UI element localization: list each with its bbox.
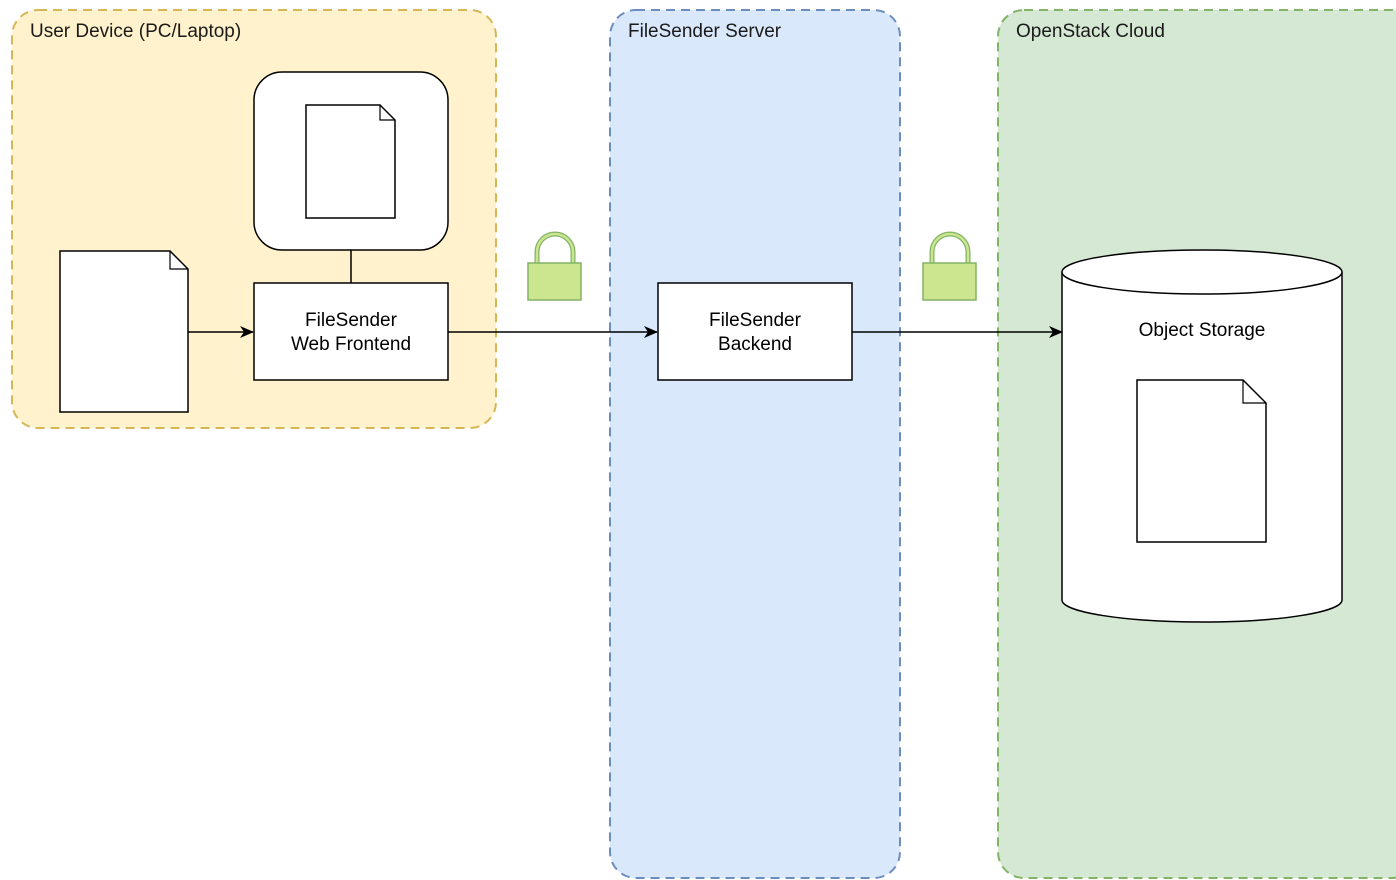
zone-server-bg — [609, 9, 901, 879]
app-window-container — [253, 71, 449, 251]
frontend-label-line1: FileSender — [305, 310, 398, 331]
lock-icon — [527, 231, 582, 301]
backend-label-line1: FileSender — [709, 310, 802, 331]
frontend-box: FileSender Web Frontend — [253, 282, 449, 381]
zone-cloud-title: OpenStack Cloud — [1016, 21, 1165, 42]
document-icon — [59, 250, 189, 413]
backend-label-line2: Backend — [718, 334, 792, 355]
zone-user-device-title: User Device (PC/Laptop) — [30, 21, 241, 42]
object-storage-label: Object Storage — [1139, 320, 1266, 341]
object-storage-cylinder: Object Storage — [1061, 249, 1343, 623]
document-icon — [305, 104, 396, 219]
document-icon — [1136, 379, 1267, 543]
backend-box: FileSender Backend — [657, 282, 853, 381]
frontend-label-line2: Web Frontend — [291, 334, 411, 355]
zone-server-title: FileSender Server — [628, 21, 782, 42]
zone-filesender-server: FileSender Server — [609, 9, 901, 879]
lock-icon — [922, 231, 977, 301]
